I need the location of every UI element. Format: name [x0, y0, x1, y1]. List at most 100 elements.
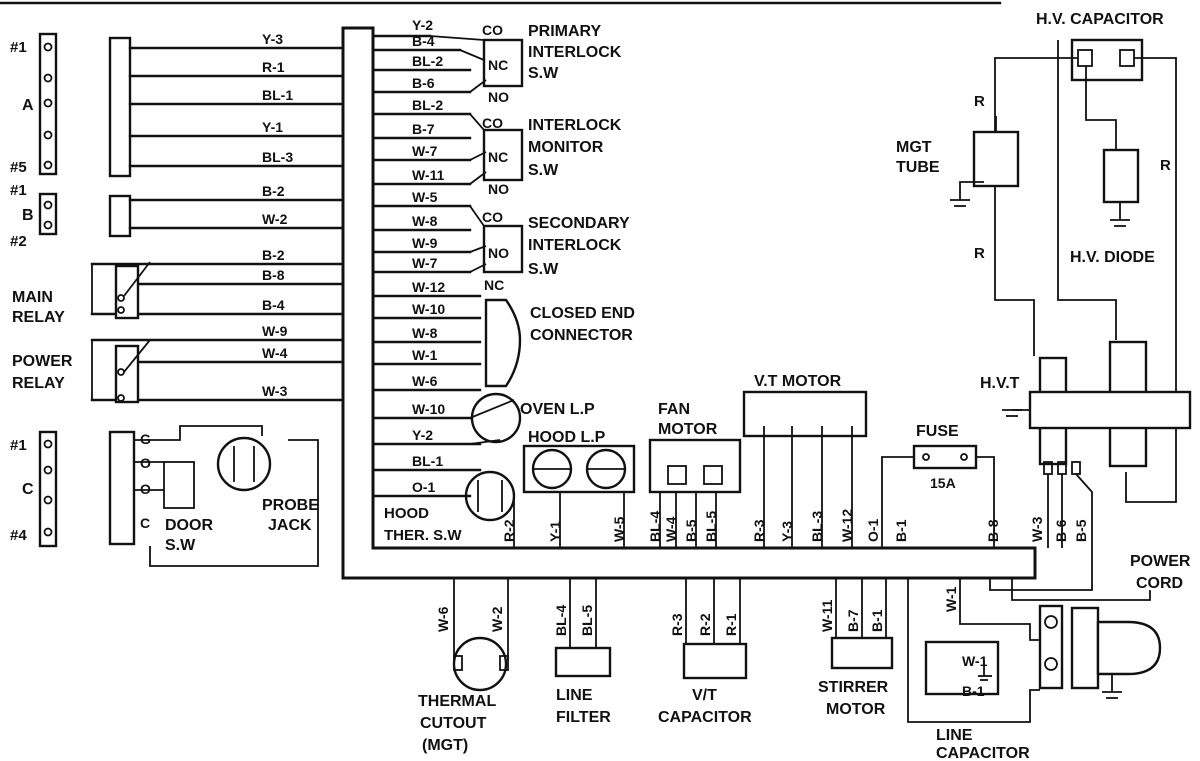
line-cap-wire-label-0: W-1 [943, 586, 959, 612]
conn-b-pin1-label: #1 [10, 182, 27, 199]
left-wire-label-3: Y-1 [262, 119, 283, 135]
right-wire-label-19: BL-1 [412, 453, 443, 469]
fuse: FUSE 15A [881, 423, 995, 548]
power-cord: POWER CORD [1070, 553, 1191, 699]
right-wire-label-10: W-9 [412, 235, 438, 251]
primary-co-label: CO [482, 22, 503, 38]
line-capacitor: W-1 W-1 B-1 LINE CAPACITOR [907, 578, 1064, 761]
primary-label-1: PRIMARY [528, 23, 602, 40]
stirrer-label-1: STIRRER [818, 679, 889, 696]
hv-diode: H.V. DIODE [1057, 40, 1155, 340]
fan-motor: FAN MOTOR [648, 401, 742, 548]
conn-c-pin4-label: #4 [10, 527, 27, 544]
monitor-nc-label: NC [488, 149, 508, 165]
right-wires [371, 34, 482, 498]
thermal-cutout: W-6 W-2 THERMAL CUTOUT (MGT) [418, 578, 509, 754]
r-label-0: R [974, 93, 985, 110]
door-sw-label-1: DOOR [165, 517, 213, 534]
door-sw-label-2: S.W [165, 537, 196, 554]
bottom-wire-label-6: BL-5 [703, 511, 719, 542]
primary-no-label: NO [488, 89, 509, 105]
hood-lamps: HOOD L.P [522, 429, 636, 548]
secondary-label-1: SECONDARY [528, 215, 630, 232]
oven-lamp: OVEN L.P [469, 392, 595, 445]
r-label-1: R [974, 245, 985, 262]
right-wire-label-0: Y-2 [412, 17, 433, 33]
mgt-tube-label-1: MGT [896, 139, 932, 156]
stirrer-wire-label-1: B-7 [845, 609, 861, 632]
right-wire-label-11: W-7 [412, 255, 438, 271]
left-wire-label-4: BL-3 [262, 149, 293, 165]
left-wires [90, 46, 345, 402]
thermal-wire-label-0: W-6 [435, 606, 451, 632]
hv-transformer: H.V.T [980, 340, 1192, 475]
main-harness [341, 26, 1037, 580]
door-switch: G O O C DOOR S.W [108, 425, 319, 567]
mgt-tube-label-2: TUBE [896, 159, 940, 176]
vt-cap-wire-label-0: R-3 [669, 613, 685, 636]
bottom-wire-label-10: W-12 [839, 509, 855, 542]
secondary-no-label: NC [484, 277, 504, 293]
hood-thermostat-switch: HOOD THER. S.W [384, 470, 516, 548]
primary-label-3: S.W [528, 65, 559, 82]
hood-ther-label-1: HOOD [384, 505, 429, 522]
vt-capacitor-label-1: V/T [692, 687, 717, 704]
bottom-wire-label-15: B-6 [1053, 519, 1069, 542]
conn-c-pin1-label: #1 [10, 437, 27, 454]
right-wire-label-1: B-4 [412, 33, 435, 49]
line-cap-wire-label-1: W-1 [962, 653, 988, 669]
filter-wire-label-1: BL-5 [579, 605, 595, 636]
probe-label-2: JACK [268, 517, 312, 534]
monitor-co-label: CO [482, 115, 503, 131]
connector-c: #1 C #4 [10, 430, 58, 548]
closed-end-connector: CLOSED END CONNECTOR [484, 298, 635, 388]
vt-cap-wire-label-2: R-1 [723, 613, 739, 636]
hv-capacitor: H.V. CAPACITOR [994, 11, 1177, 503]
left-wire-label-9: B-4 [262, 297, 285, 313]
bottom-wire-label-11: O-1 [865, 518, 881, 542]
fuse-label: FUSE [916, 423, 959, 440]
vt-motor-label: V.T MOTOR [754, 373, 842, 390]
bottom-wire-label-2: W-5 [611, 516, 627, 542]
bottom-wire-labels: R-2 Y-1 W-5 BL-4 W-4 B-5 BL-5 R-3 Y-3 BL… [501, 509, 1089, 542]
power-relay-label-1: POWER [12, 353, 73, 370]
monitor-label-1: INTERLOCK [528, 117, 622, 134]
connector-a: #1 A #5 [10, 32, 58, 176]
right-wire-label-20: O-1 [412, 479, 436, 495]
fuse-rating-label: 15A [930, 475, 956, 491]
r-label-2: R [1160, 157, 1171, 174]
mgt-tube: MGT TUBE [896, 116, 1020, 207]
right-wire-label-5: B-7 [412, 121, 435, 137]
primary-nc-label: NC [488, 57, 508, 73]
power-cord-label-2: CORD [1136, 575, 1183, 592]
bottom-wire-label-3: BL-4 [647, 511, 663, 542]
closed-end-label-2: CONNECTOR [530, 327, 633, 344]
harness-to-cord-wires [1011, 578, 1151, 601]
right-wire-label-16: W-6 [412, 373, 438, 389]
stirrer-wire-label-2: B-1 [869, 609, 885, 632]
thermal-label-2: CUTOUT [420, 715, 487, 732]
monitor-no-label: NO [488, 181, 509, 197]
bottom-wire-label-4: W-4 [663, 516, 679, 542]
door-o2-label: O [140, 481, 151, 497]
door-g-label: G [140, 431, 151, 447]
secondary-nc-label: NO [488, 245, 509, 261]
left-wire-label-10: W-9 [262, 323, 288, 339]
left-wire-label-7: B-2 [262, 247, 285, 263]
line-filter-label-1: LINE [556, 687, 593, 704]
left-wire-label-12: W-3 [262, 383, 288, 399]
secondary-interlock-switch: CO NO NC SECONDARY INTERLOCK S.W [469, 205, 630, 293]
vt-capacitor-label-2: CAPACITOR [658, 709, 752, 726]
fan-motor-label-1: FAN [658, 401, 690, 418]
vt-motor: V.T MOTOR [742, 373, 868, 548]
fan-motor-label-2: MOTOR [658, 421, 718, 438]
right-wire-label-8: W-5 [412, 189, 438, 205]
left-wire-label-5: B-2 [262, 183, 285, 199]
bottom-wire-label-9: BL-3 [809, 511, 825, 542]
hv-diode-label: H.V. DIODE [1070, 249, 1155, 266]
right-wire-label-7: W-11 [412, 167, 445, 183]
bottom-wire-label-12: B-1 [893, 519, 909, 542]
power-cord-label-1: POWER [1130, 553, 1191, 570]
bottom-wire-label-0: R-2 [501, 519, 517, 542]
thermal-wire-label-1: W-2 [489, 606, 505, 632]
